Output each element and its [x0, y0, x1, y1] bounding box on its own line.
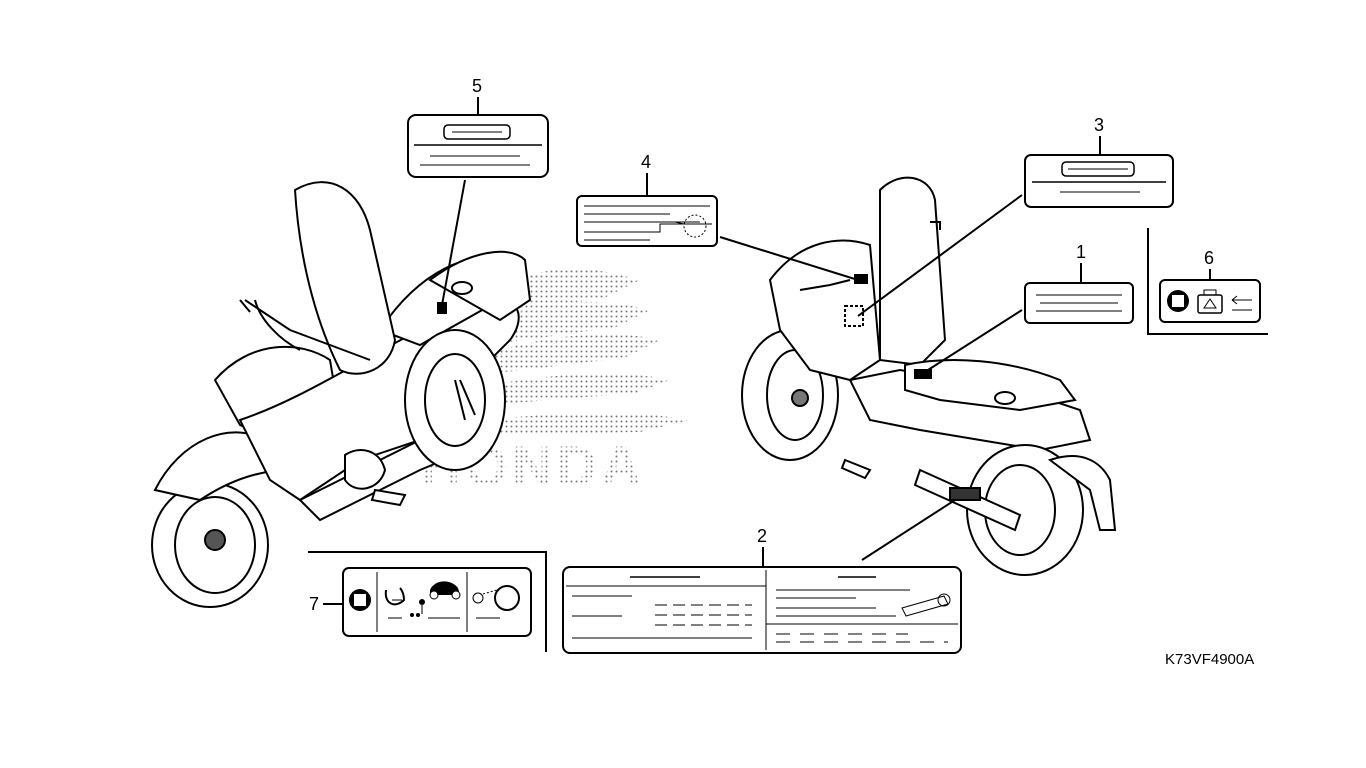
- callout-7: 7: [309, 594, 319, 614]
- label-3-location: [844, 305, 864, 327]
- leader-line-1: [927, 309, 1023, 371]
- part-code: K73VF4900A: [1165, 651, 1254, 668]
- leader-line-4: [719, 236, 859, 281]
- label-1-sticker: [1024, 282, 1134, 324]
- label-2-location: [949, 487, 981, 501]
- leader-line-2: [861, 499, 956, 561]
- label-1-location: [914, 369, 932, 379]
- label-5-sticker: [407, 114, 549, 178]
- leader-line-5: [441, 179, 466, 306]
- scooter-left-view: [151, 181, 532, 608]
- callout-1: 1: [1076, 242, 1086, 262]
- label-4-sticker: [576, 195, 718, 247]
- label-6-group: [1147, 228, 1268, 335]
- callout-4: 4: [641, 152, 651, 172]
- callout-2: 2: [757, 526, 767, 546]
- callout-3: 3: [1094, 115, 1104, 135]
- label-7-group: [308, 551, 547, 652]
- callout-5: 5: [472, 76, 482, 96]
- callout-6: 6: [1204, 248, 1214, 268]
- scooter-right-view: [741, 176, 1117, 576]
- label-2-sticker: [562, 566, 962, 654]
- label-3-sticker: [1024, 154, 1174, 208]
- leader-line-3: [857, 194, 1023, 317]
